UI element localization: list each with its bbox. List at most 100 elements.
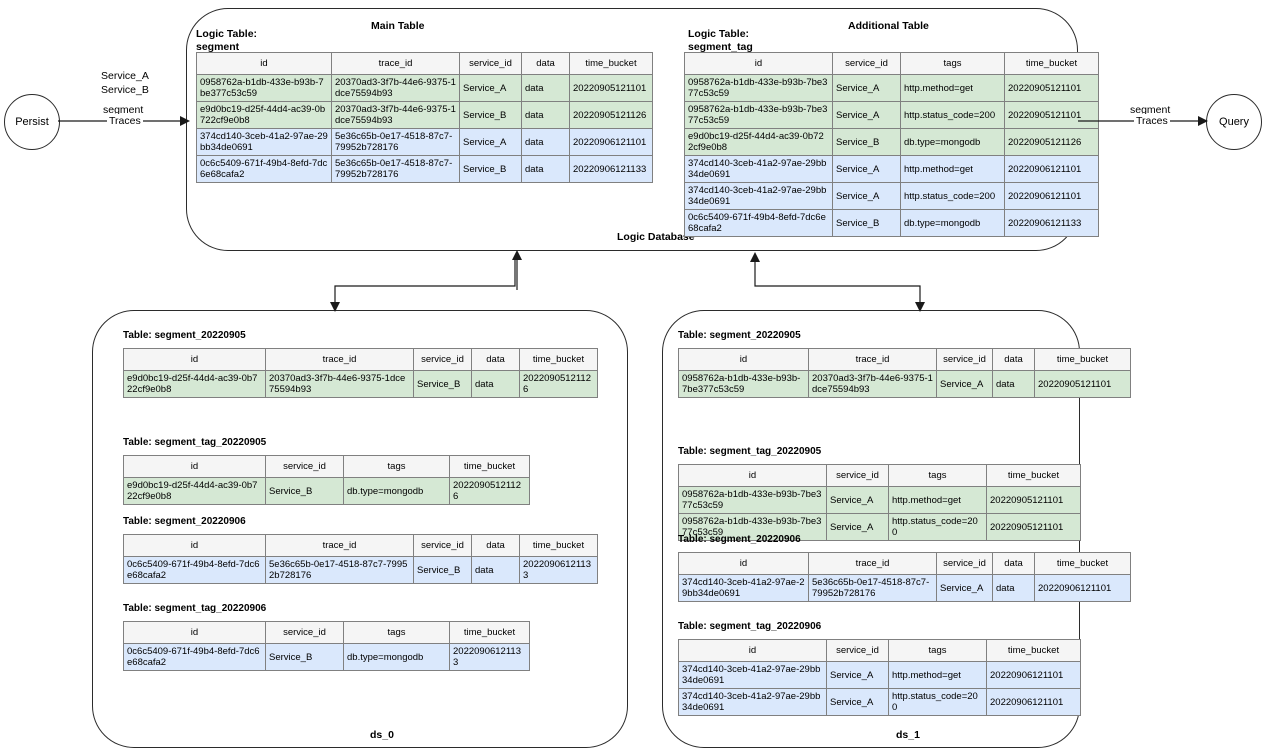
cell-time_bucket: 20220905121126: [1004, 128, 1099, 156]
column-header-trace_id: trace_id: [265, 348, 414, 371]
cell-id: e9d0bc19-d25f-44d4-ac39-0b722cf9e0b8: [123, 477, 266, 505]
column-header-time_bucket: time_bucket: [1034, 348, 1131, 371]
cell-id: e9d0bc19-d25f-44d4-ac39-0b722cf9e0b8: [123, 370, 266, 398]
cell-service_id: Service_A: [826, 661, 889, 689]
persist-node[interactable]: Persist: [4, 94, 60, 150]
cell-service_id: Service_A: [826, 486, 889, 514]
cell-tags: http.method=get: [888, 661, 987, 689]
column-header-id: id: [678, 552, 809, 575]
cell-service_id: Service_B: [832, 209, 901, 237]
column-header-id: id: [123, 455, 266, 478]
ds1-label: ds_1: [896, 729, 920, 741]
cell-time_bucket: 20220905121101: [1004, 101, 1099, 129]
cell-service_id: Service_A: [459, 128, 522, 156]
column-header-id: id: [678, 348, 809, 371]
cell-data: data: [992, 370, 1035, 398]
cell-tags: db.type=mongodb: [900, 128, 1005, 156]
main-logic-table-label: Logic Table: segment: [196, 28, 258, 53]
column-header-service_id: service_id: [413, 348, 472, 371]
column-header-id: id: [123, 621, 266, 644]
cell-service_id: Service_A: [826, 688, 889, 716]
cell-trace_id: 5e36c65b-0e17-4518-87c7-79952b728176: [808, 574, 937, 602]
cell-tags: db.type=mongodb: [900, 209, 1005, 237]
cell-time_bucket: 20220905121101: [986, 486, 1081, 514]
db-to-ds0-arrow: [330, 256, 516, 312]
column-header-time_bucket: time_bucket: [986, 464, 1081, 487]
query-node[interactable]: Query: [1206, 94, 1262, 150]
cell-time_bucket: 20220905121126: [449, 477, 530, 505]
cell-time_bucket: 20220906121101: [569, 128, 653, 156]
cell-id: 0c6c5409-671f-49b4-8efd-7dc6e68cafa2: [196, 155, 332, 183]
additional-logic-table-label: Logic Table: segment_tag: [688, 28, 753, 53]
table-caption: Table: segment_tag_20220906: [123, 603, 267, 614]
cell-service_id: Service_A: [832, 101, 901, 129]
cell-time_bucket: 20220905121101: [569, 74, 653, 102]
table-caption: Table: segment_20220906: [678, 534, 801, 545]
additional-table-title: Additional Table: [848, 20, 929, 32]
cell-service_id: Service_A: [832, 182, 901, 210]
cell-data: data: [992, 574, 1035, 602]
column-header-id: id: [123, 534, 266, 557]
cell-trace_id: 20370ad3-3f7b-44e6-9375-1dce75594b93: [331, 101, 460, 129]
column-header-tags: tags: [343, 455, 450, 478]
column-header-service_id: service_id: [459, 52, 522, 75]
column-header-time_bucket: time_bucket: [519, 348, 598, 371]
column-header-time_bucket: time_bucket: [519, 534, 598, 557]
cell-tags: http.status_code=200: [900, 101, 1005, 129]
column-header-data: data: [521, 52, 570, 75]
column-header-time_bucket: time_bucket: [986, 639, 1081, 662]
column-header-data: data: [471, 348, 520, 371]
column-header-id: id: [684, 52, 833, 75]
cell-time_bucket: 20220906121133: [519, 556, 598, 584]
cell-data: data: [471, 370, 520, 398]
cell-data: data: [521, 101, 570, 129]
cell-service_id: Service_A: [832, 74, 901, 102]
cell-service_id: Service_B: [832, 128, 901, 156]
column-header-data: data: [471, 534, 520, 557]
cell-time_bucket: 20220906121101: [1034, 574, 1131, 602]
table-caption: Table: segment_tag_20220906: [678, 621, 822, 632]
column-header-service_id: service_id: [832, 52, 901, 75]
column-header-service_id: service_id: [265, 455, 344, 478]
cell-service_id: Service_B: [265, 643, 344, 671]
cell-id: e9d0bc19-d25f-44d4-ac39-0b722cf9e0b8: [196, 101, 332, 129]
cell-service_id: Service_B: [265, 477, 344, 505]
cell-time_bucket: 20220906121133: [1004, 209, 1099, 237]
column-header-trace_id: trace_id: [265, 534, 414, 557]
table-caption: Table: segment_20220905: [678, 330, 801, 341]
column-header-time_bucket: time_bucket: [1004, 52, 1099, 75]
cell-id: 0c6c5409-671f-49b4-8efd-7dc6e68cafa2: [123, 643, 266, 671]
cell-data: data: [521, 155, 570, 183]
cell-id: 0958762a-b1db-433e-b93b-7be377c53c59: [684, 74, 833, 102]
cell-id: 374cd140-3ceb-41a2-97ae-29bb34de0691: [684, 182, 833, 210]
main-table-title: Main Table: [371, 20, 425, 32]
cell-id: 374cd140-3ceb-41a2-97ae-29bb34de0691: [678, 661, 827, 689]
column-header-time_bucket: time_bucket: [449, 455, 530, 478]
column-header-data: data: [992, 552, 1035, 575]
column-header-id: id: [123, 348, 266, 371]
cell-trace_id: 20370ad3-3f7b-44e6-9375-1dce75594b93: [808, 370, 937, 398]
